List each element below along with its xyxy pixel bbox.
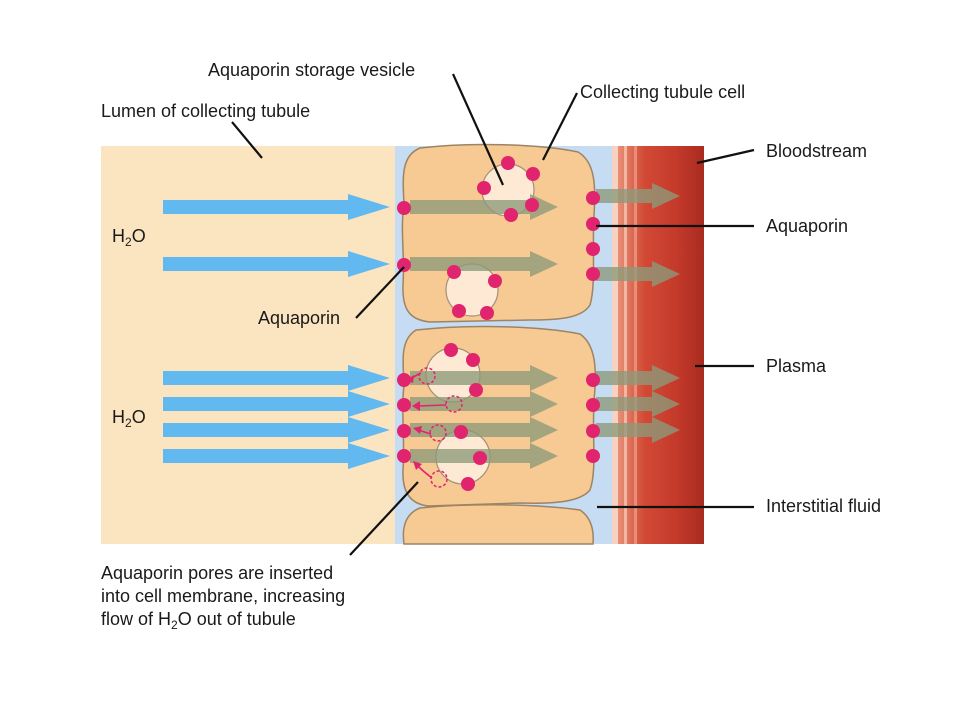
aquaporin-dot-29 xyxy=(461,477,475,491)
flow-arrow-3 xyxy=(410,365,558,391)
aquaporin-dot-8 xyxy=(586,217,600,231)
water-arrow-4 xyxy=(163,391,390,417)
water-flow-arrows xyxy=(410,183,680,469)
water-top-sub: 2 xyxy=(125,235,132,249)
aquaporin-dot-12 xyxy=(586,398,600,412)
water-arrow-2 xyxy=(163,251,390,277)
aquaporin-dot-6 xyxy=(397,449,411,463)
label-water-bottom: H2O xyxy=(112,407,146,430)
aquaporin-dot-17 xyxy=(525,198,539,212)
aquaporin-insertion-markers xyxy=(406,367,463,488)
aquaporin-dot-26 xyxy=(469,383,483,397)
flow-arrow-10 xyxy=(596,391,680,417)
aquaporin-dots xyxy=(397,156,600,491)
label-plasma: Plasma xyxy=(766,356,827,376)
aquaporin-dot-4 xyxy=(397,398,411,412)
aquaporin-dot-2 xyxy=(397,258,411,272)
caption-line-2: into cell membrane, increasing xyxy=(101,586,346,606)
aquaporin-dot-20 xyxy=(447,265,461,279)
label-water-top: H2O xyxy=(112,226,146,249)
label-lumen-of-collecting-tubule: Lumen of collecting tubule xyxy=(101,101,311,121)
water-top-h: H xyxy=(112,226,125,246)
aquaporin-dot-11 xyxy=(586,373,600,387)
aquaporin-dot-7 xyxy=(586,191,600,205)
collecting-tubule-cell-bottom xyxy=(402,504,594,545)
label-aquaporin-right: Aquaporin xyxy=(766,216,849,236)
aquaporin-dot-16 xyxy=(526,167,540,181)
aquaporin-dot-9 xyxy=(586,242,600,256)
aquaporin-dot-27 xyxy=(454,425,468,439)
label-aquaporin-left: Aquaporin xyxy=(258,308,341,328)
aquaporin-dot-14 xyxy=(586,449,600,463)
water-bottom-h: H xyxy=(112,407,125,427)
flow-arrow-11 xyxy=(596,417,680,443)
water-arrows-lumen xyxy=(163,194,390,469)
aquaporin-dot-19 xyxy=(477,181,491,195)
label-collecting-tubule-cell: Collecting tubule cell xyxy=(580,82,746,102)
label-aquaporin-storage-vesicle: Aquaporin storage vesicle xyxy=(208,60,416,80)
caption-line-1: Aquaporin pores are inserted xyxy=(101,563,334,583)
aquaporin-dot-5 xyxy=(397,424,411,438)
aquaporin-dot-18 xyxy=(504,208,518,222)
water-top-o: O xyxy=(131,226,146,246)
caption-line-3-start: flow of H xyxy=(101,609,172,629)
aquaporin-dot-24 xyxy=(444,343,458,357)
aquaporin-dot-21 xyxy=(488,274,502,288)
flow-arrow-1 xyxy=(410,194,558,220)
aquaporin-dot-23 xyxy=(452,304,466,318)
aquaporin-dot-22 xyxy=(480,306,494,320)
flow-arrow-8 xyxy=(596,261,680,287)
caption-line-3-sub: 2 xyxy=(171,618,178,632)
water-arrow-5 xyxy=(163,417,390,443)
caption-line-3: flow of H2O out of tubule xyxy=(101,609,296,632)
bloodstream-vessel xyxy=(612,146,704,544)
water-bottom-o: O xyxy=(131,407,146,427)
water-arrow-3 xyxy=(163,365,390,391)
water-arrow-1 xyxy=(163,194,390,220)
flow-arrow-4 xyxy=(410,391,558,417)
aquaporin-dot-25 xyxy=(466,353,480,367)
aquaporin-dot-15 xyxy=(501,156,515,170)
label-bloodstream: Bloodstream xyxy=(766,141,868,161)
aquaporin-dot-3 xyxy=(397,373,411,387)
leader-lines xyxy=(231,73,755,556)
water-arrow-6 xyxy=(163,443,390,469)
aquaporin-dot-10 xyxy=(586,267,600,281)
caption-line-3-end: O out of tubule xyxy=(177,609,296,629)
flow-arrow-9 xyxy=(596,365,680,391)
aquaporin-dot-13 xyxy=(586,424,600,438)
aquaporin-dot-28 xyxy=(473,451,487,465)
aquaporin-dot-1 xyxy=(397,201,411,215)
collecting-tubule-cell-middle xyxy=(402,325,597,507)
flow-arrow-5 xyxy=(410,417,558,443)
flow-arrow-7 xyxy=(596,183,680,209)
water-bottom-sub: 2 xyxy=(125,416,132,430)
flow-arrow-2 xyxy=(410,251,558,277)
label-interstitial-fluid: Interstitial fluid xyxy=(766,496,882,516)
